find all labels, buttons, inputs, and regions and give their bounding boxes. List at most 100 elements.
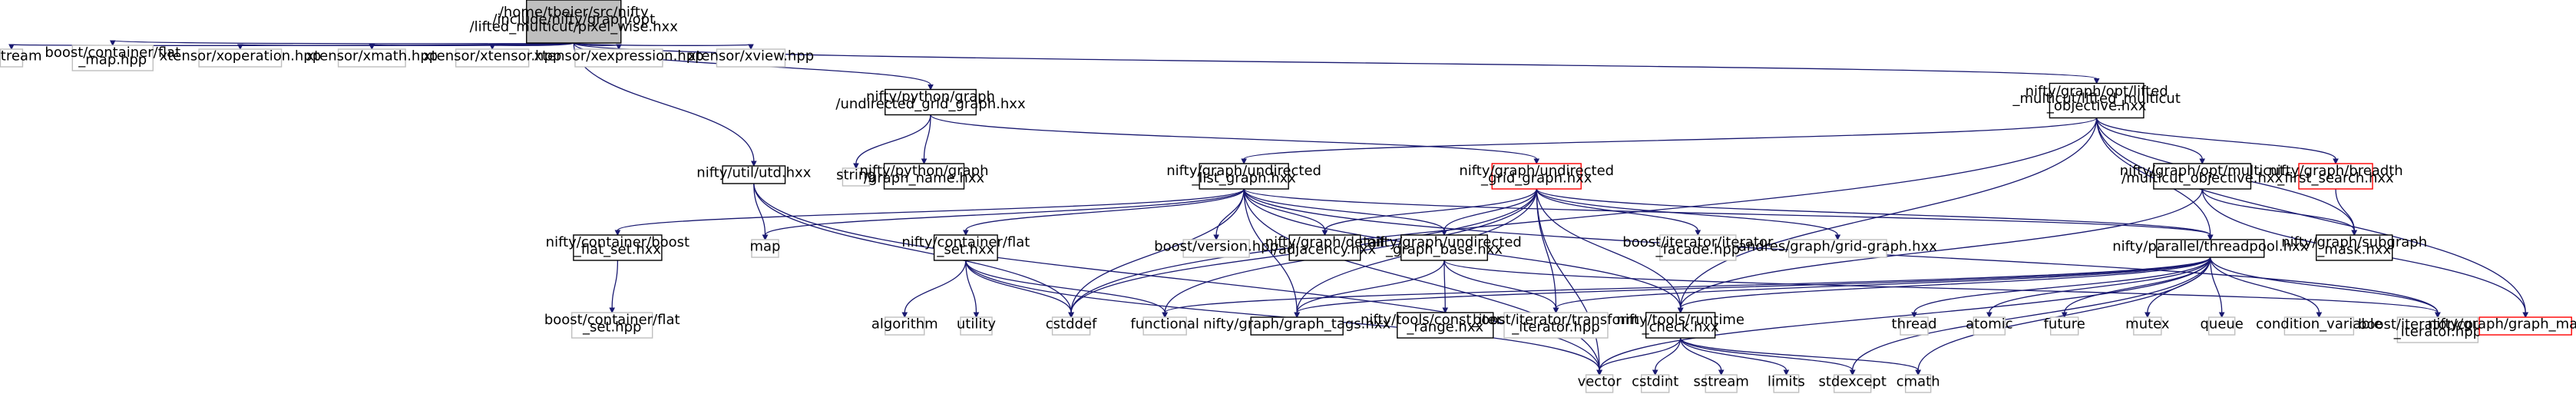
- edge-line: [753, 183, 1600, 371]
- edge-line: [1443, 188, 1537, 231]
- node-atomic[interactable]: atomic: [1966, 316, 2013, 336]
- node-label-line: xtensor/xview.hpp: [688, 48, 814, 65]
- edge-bfs-to-subgraph-mask: [2335, 188, 2358, 237]
- node-andres[interactable]: andres/graph/grid-graph.hxx: [1738, 239, 1937, 258]
- node-transform-iter[interactable]: boost/iterator/transform_iterator.hpp: [1473, 312, 1639, 339]
- node-map[interactable]: map: [749, 239, 780, 258]
- node-label-line: boost/iterator/transform: [1473, 312, 1639, 328]
- node-box: [2396, 316, 2479, 343]
- node-utility[interactable]: utility: [957, 316, 997, 336]
- node-utd[interactable]: nifty/util/utd.hxx: [696, 165, 812, 184]
- node-label-line: /undirected_grid_graph.hxx: [835, 96, 1026, 112]
- node-bflat-set[interactable]: boost/container/flat_set.hpp: [544, 312, 680, 339]
- node-graph-maps[interactable]: nifty/graph/graph_maps.hxx: [2428, 316, 2576, 336]
- node-cstddef[interactable]: cstddef: [1046, 316, 1097, 336]
- node-xmath[interactable]: xtensor/xmath.hpp: [306, 48, 438, 68]
- node-algorithm[interactable]: algorithm: [871, 316, 938, 336]
- node-box: [1397, 312, 1494, 339]
- node-nflat-set[interactable]: nifty/container/flat_set.hxx: [901, 234, 1030, 261]
- edge-line: [753, 183, 1072, 313]
- edge-ugg-to-transform-iter: [1536, 188, 1559, 314]
- node-label-line: nifty/container/flat: [901, 234, 1030, 250]
- node-graph-name[interactable]: nifty/python/graph/graph_name.hxx: [860, 163, 989, 190]
- node-const-iter[interactable]: nifty/tools/const_iterator_range.hxx: [1361, 312, 1530, 339]
- node-box: [1705, 374, 1738, 393]
- node-counting-iter[interactable]: boost/iterator/counting_iterator.hpp: [2358, 316, 2518, 343]
- node-box: [1143, 316, 1187, 336]
- node-runtime-check[interactable]: nifty/tools/runtime_check.hxx: [1616, 312, 1744, 339]
- node-future[interactable]: future: [2044, 316, 2085, 336]
- node-thread[interactable]: thread: [1892, 316, 1937, 336]
- node-queue[interactable]: queue: [2200, 316, 2244, 336]
- node-ulg[interactable]: nifty/graph/undirected_list_graph.hxx: [1166, 163, 1321, 190]
- node-functional[interactable]: functional: [1130, 316, 1199, 336]
- node-box: [1199, 163, 1289, 190]
- node-label-line: /lifted_multicut/pixel_wise.hxx: [470, 19, 679, 35]
- edge-line: [764, 188, 1245, 236]
- node-box: [1659, 234, 1737, 261]
- node-xtensor[interactable]: xtensor/xtensor.hpp: [423, 48, 561, 68]
- edge-line: [1536, 188, 1600, 371]
- edge-ugg-to-threadpool: [1536, 188, 2214, 241]
- node-string[interactable]: string: [836, 167, 876, 187]
- node-cstdint[interactable]: cstdint: [1632, 374, 1678, 393]
- node-limits[interactable]: limits: [1767, 374, 1805, 393]
- node-cont-flat-set[interactable]: nifty/container/boost_flat_set.hxx: [546, 234, 689, 261]
- node-stdexcept[interactable]: stdexcept: [1818, 374, 1887, 393]
- node-root[interactable]: /home/tbeier/src/nifty/include/nifty/gra…: [470, 0, 679, 44]
- node-box: [526, 0, 622, 44]
- node-flat-map[interactable]: boost/container/flat_map.hpp: [45, 45, 180, 71]
- node-label-line: nifty/tools/const_iterator: [1361, 312, 1530, 328]
- node-box: [2478, 316, 2572, 336]
- edge-arrowhead: [2351, 230, 2358, 237]
- node-box: [2050, 316, 2079, 336]
- node-xoperation[interactable]: xtensor/xoperation.hpp: [160, 48, 322, 68]
- node-box: [1400, 234, 1488, 261]
- edge-ugg-to-ugb: [1441, 188, 1537, 237]
- node-xexpression[interactable]: xtensor/xexpression.hpp: [534, 48, 704, 68]
- node-cmath[interactable]: cmath: [1896, 374, 1940, 393]
- edge-threadpool-to-cond-var: [2210, 257, 2323, 319]
- node-adjacency[interactable]: nifty/graph/detail/adjacency.hxx: [1265, 234, 1385, 261]
- node-box: [1051, 316, 1091, 336]
- node-label-line: nifty/graph/undirected: [1166, 163, 1321, 179]
- node-boost-version[interactable]: boost/version.hpp: [1154, 239, 1278, 258]
- node-bfs[interactable]: nifty/graph/breadth_first_search.hxx: [2268, 163, 2403, 190]
- node-box: [455, 48, 530, 68]
- node-graph-tags[interactable]: nifty/graph/graph_tags.hxx: [1203, 316, 1391, 336]
- node-vector[interactable]: vector: [1578, 374, 1622, 393]
- node-label-line: stdexcept: [1818, 374, 1886, 390]
- edge-root-to-lmc-obj: [573, 42, 2100, 84]
- node-subgraph-mask[interactable]: nifty/graph/subgraph_mask.hxx: [2281, 234, 2427, 261]
- node-ugb[interactable]: nifty/graph/undirected_graph_base.hxx: [1367, 234, 1522, 261]
- edge-line: [965, 260, 977, 313]
- node-threadpool[interactable]: nifty/parallel/threadpool.hxx: [2112, 239, 2309, 258]
- edge-threadpool-to-queue: [2210, 257, 2225, 319]
- node-label-line: xtensor/xoperation.hpp: [160, 48, 322, 65]
- node-label-line: boost/version.hpp: [1154, 239, 1278, 255]
- node-label-line: xtensor/xexpression.hpp: [534, 48, 703, 65]
- node-box: [2049, 82, 2144, 119]
- node-mutex[interactable]: mutex: [2125, 316, 2170, 336]
- node-iter-facade[interactable]: boost/iterator/iterator_facade.hpp: [1622, 234, 1774, 261]
- edge-arrowhead: [1068, 312, 1074, 319]
- node-lmc-obj[interactable]: nifty/graph/opt/lifted_multicut/lifted_m…: [2012, 82, 2181, 119]
- edge-line: [573, 42, 752, 46]
- edge-line: [930, 114, 1537, 160]
- node-xview[interactable]: xtensor/xview.hpp: [688, 48, 814, 68]
- node-sstream[interactable]: sstream: [1693, 374, 1749, 393]
- node-iostream[interactable]: iostream: [0, 48, 41, 68]
- node-box: [2298, 163, 2373, 190]
- node-cond-var[interactable]: condition_variable: [2256, 316, 2383, 336]
- edge-lmc-obj-to-graph-maps: [2096, 118, 2529, 319]
- node-py-grid[interactable]: nifty/python/graph/undirected_grid_graph…: [835, 88, 1026, 116]
- edge-line: [1680, 337, 1787, 371]
- edge-line: [2210, 257, 2223, 313]
- node-mc-obj[interactable]: nifty/graph/opt/multicut/multicut_object…: [2120, 163, 2285, 190]
- edge-py-grid-to-graph-name: [921, 114, 931, 165]
- node-label-line: _objective.hxx: [2046, 98, 2147, 114]
- node-ugg[interactable]: nifty/graph/undirected_grid_graph.hxx: [1459, 163, 1614, 190]
- edge-line: [1443, 260, 2439, 313]
- edge-arrowhead: [369, 44, 375, 51]
